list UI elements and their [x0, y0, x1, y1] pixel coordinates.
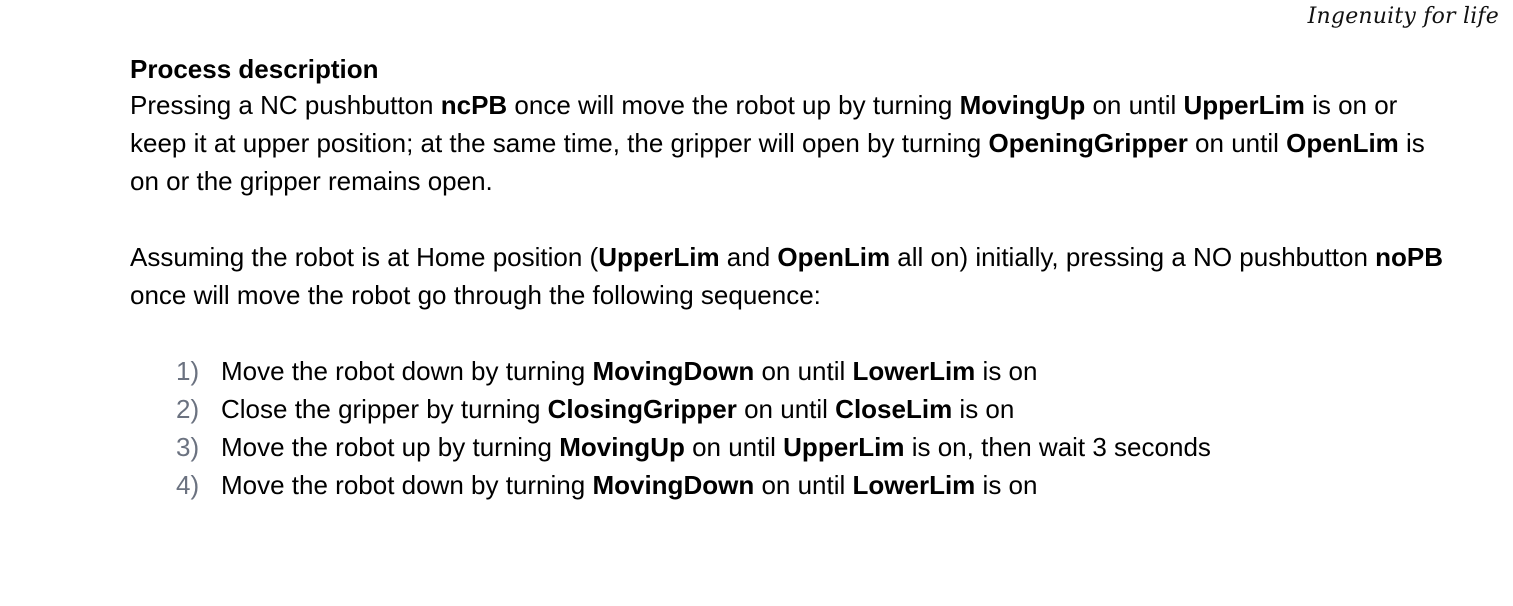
- text-run: on until: [1187, 128, 1287, 158]
- step-text: Move the robot up by turning MovingUp on…: [221, 428, 1211, 466]
- signal-name: ClosingGripper: [547, 394, 737, 424]
- signal-name: OpeningGripper: [988, 128, 1188, 158]
- text-run: is on: [952, 394, 1015, 424]
- text-run: all on) initially, pressing a NO pushbut…: [890, 242, 1376, 272]
- sequence-list: 1) Move the robot down by turning Moving…: [130, 352, 1460, 504]
- text-run: on until: [754, 470, 853, 500]
- signal-name: MovingDown: [592, 356, 755, 386]
- signal-name: ncPB: [440, 90, 508, 120]
- brand-slogan: Ingenuity for life: [1307, 4, 1499, 29]
- step-text: Move the robot down by turning MovingDow…: [221, 352, 1037, 390]
- signal-name: noPB: [1375, 242, 1444, 272]
- text-run: on until: [754, 356, 853, 386]
- step-text: Move the robot down by turning MovingDow…: [221, 466, 1037, 504]
- signal-name: OpenLim: [777, 242, 891, 272]
- text-run: Pressing a NC pushbutton: [130, 90, 441, 120]
- text-run: is on: [975, 356, 1038, 386]
- text-run: Close the gripper by turning: [221, 394, 548, 424]
- step-number: 3): [176, 432, 200, 462]
- signal-name: OpenLim: [1286, 128, 1399, 158]
- text-run: is on: [975, 470, 1038, 500]
- section-heading: Process description: [130, 54, 379, 84]
- signal-name: UpperLim: [598, 242, 720, 272]
- signal-name: LowerLim: [852, 356, 976, 386]
- text-run: is on or keep it at upper position; at t…: [130, 90, 1398, 158]
- text-run: Move the robot down by turning: [221, 356, 593, 386]
- text-run: once will move the robot go through the …: [130, 280, 821, 310]
- signal-name: UpperLim: [783, 432, 905, 462]
- text-run: Move the robot down by turning: [221, 470, 593, 500]
- text-run: Assuming the robot is at Home position (: [130, 242, 599, 272]
- step-number: 1): [176, 356, 200, 386]
- text-run: and: [719, 242, 778, 272]
- signal-name: CloseLim: [835, 394, 953, 424]
- text-run: on until: [684, 432, 784, 462]
- sequence-step: 1) Move the robot down by turning Moving…: [176, 352, 1460, 390]
- document-body: Process description Pressing a NC pushbu…: [130, 52, 1460, 504]
- signal-name: LowerLim: [852, 470, 976, 500]
- sequence-step: 2) Close the gripper by turning ClosingG…: [176, 390, 1460, 428]
- text-run: is on or the gripper remains open.: [130, 128, 1425, 196]
- signal-name: MovingUp: [959, 90, 1086, 120]
- sequence-step: 3) Move the robot up by turning MovingUp…: [176, 428, 1460, 466]
- step-number: 2): [176, 394, 200, 424]
- text-run: on until: [736, 394, 836, 424]
- text-run: on until: [1085, 90, 1184, 120]
- step-text: Close the gripper by turning ClosingGrip…: [221, 390, 1014, 428]
- paragraph-no-pushbutton: Assuming the robot is at Home position (…: [130, 238, 1460, 314]
- sequence-step: 4) Move the robot down by turning Moving…: [176, 466, 1460, 504]
- signal-name: UpperLim: [1183, 90, 1305, 120]
- text-run: Move the robot up by turning: [221, 432, 560, 462]
- paragraph-nc-pushbutton: Pressing a NC pushbutton ncPB once will …: [130, 86, 1460, 200]
- step-number: 4): [176, 470, 200, 500]
- signal-name: MovingUp: [559, 432, 685, 462]
- signal-name: MovingDown: [592, 470, 755, 500]
- text-run: once will move the robot up by turning: [507, 90, 960, 120]
- text-run: is on, then wait 3 seconds: [904, 432, 1211, 462]
